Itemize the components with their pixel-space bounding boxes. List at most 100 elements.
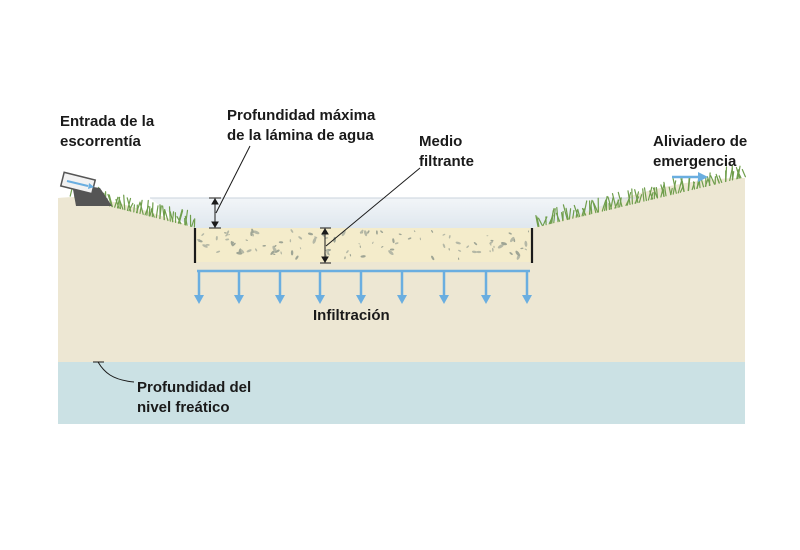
grass-blade <box>568 208 572 220</box>
label-overflow-line1: Aliviadero de <box>653 133 748 150</box>
depth-indicator-water <box>209 197 221 229</box>
grass-blade <box>536 216 540 227</box>
speckle <box>431 229 434 233</box>
label-filter-media: Medio filtrante <box>419 132 474 172</box>
speckle <box>367 230 370 234</box>
speckle <box>324 237 329 239</box>
grass-blade <box>581 208 585 217</box>
grass-blade <box>537 217 543 227</box>
grass-blade <box>610 197 614 210</box>
grass-blade <box>631 188 633 205</box>
grass-blade <box>542 216 548 226</box>
grass-blade <box>565 207 569 220</box>
grass-blade <box>638 194 643 203</box>
speckle <box>360 229 364 234</box>
infiltration-arrow-icon <box>194 269 532 304</box>
grass-blade <box>663 181 667 197</box>
label-inlet: Entrada de la escorrentía <box>60 112 154 152</box>
grass-blade <box>169 211 174 223</box>
grass-blade <box>611 193 617 209</box>
speckle <box>205 243 210 246</box>
label-max-depth: Profundidad máxima de la lámina de agua <box>227 106 375 146</box>
speckle <box>489 250 491 253</box>
speckle <box>312 237 317 244</box>
grass-blade <box>184 209 189 226</box>
speckle <box>270 250 275 255</box>
speckle <box>508 232 512 235</box>
infiltration-arrow-head <box>439 295 449 304</box>
speckle <box>515 250 520 257</box>
label-water-table-line2: nivel freático <box>137 399 230 416</box>
label-filter-media-line1: Medio <box>419 133 463 150</box>
speckle <box>442 233 446 236</box>
grass-blade <box>123 194 126 211</box>
speckle <box>392 238 395 244</box>
speckle <box>216 250 221 253</box>
label-inlet-line2: escorrentía <box>60 133 141 150</box>
grass-blade <box>108 194 113 208</box>
speckle <box>252 233 254 237</box>
speckle <box>524 240 528 247</box>
infiltration-arrow-head <box>234 295 244 304</box>
speckle <box>290 229 294 233</box>
grass-blade <box>139 201 144 215</box>
infiltration-arrow-head <box>315 295 325 304</box>
leader-max-depth <box>215 145 251 214</box>
speckle <box>255 248 258 252</box>
speckle <box>225 233 229 237</box>
infiltration-arrow-head <box>194 295 204 304</box>
grass-blade <box>670 187 673 196</box>
speckle <box>389 248 395 251</box>
leader-water-table <box>93 361 135 383</box>
speckle <box>295 255 299 260</box>
speckle <box>299 247 302 250</box>
grass-blade <box>555 212 561 222</box>
speckle <box>289 239 292 243</box>
speckle <box>358 243 361 245</box>
grass-blade <box>176 216 182 225</box>
speckle <box>196 238 201 241</box>
grass-blade <box>687 176 691 191</box>
grass-blade <box>672 178 677 194</box>
grass-blade <box>647 186 653 201</box>
grass-blade <box>151 202 154 218</box>
grass-blade <box>693 181 696 190</box>
speckle <box>371 241 374 244</box>
grass-blade <box>126 197 132 212</box>
speckle <box>500 242 508 246</box>
speckle <box>375 230 378 235</box>
speckle <box>466 245 470 249</box>
grass-blade <box>184 215 188 226</box>
speckle <box>476 250 482 254</box>
speckle <box>455 241 461 245</box>
grass-blade <box>642 188 645 202</box>
label-water-table: Profundidad del nivel freático <box>137 378 251 418</box>
ponded-water <box>150 198 640 228</box>
grass-blade <box>150 209 155 218</box>
speckle <box>381 246 384 248</box>
speckle <box>226 230 230 235</box>
speckle <box>520 247 524 250</box>
speckle <box>448 248 450 251</box>
grass-blade <box>148 206 151 217</box>
speckle <box>489 241 494 245</box>
speckle <box>215 236 218 241</box>
leader-filter-media <box>325 167 421 247</box>
grass-blade <box>178 210 184 224</box>
grass-blade <box>133 204 135 213</box>
speckle <box>359 245 361 248</box>
grass-blade <box>681 180 685 192</box>
grass-blade <box>553 208 556 224</box>
grass-blade <box>604 195 608 212</box>
speckle <box>388 250 394 256</box>
depth-indicator-media <box>320 227 331 264</box>
speckle <box>448 235 451 239</box>
grass-blade <box>128 202 134 212</box>
label-water-table-line1: Profundidad del <box>137 379 252 396</box>
grass-blade <box>191 219 195 227</box>
speckle <box>246 249 252 253</box>
speckle <box>275 249 280 253</box>
grass-blade <box>736 169 739 180</box>
grass-blade <box>593 202 599 213</box>
